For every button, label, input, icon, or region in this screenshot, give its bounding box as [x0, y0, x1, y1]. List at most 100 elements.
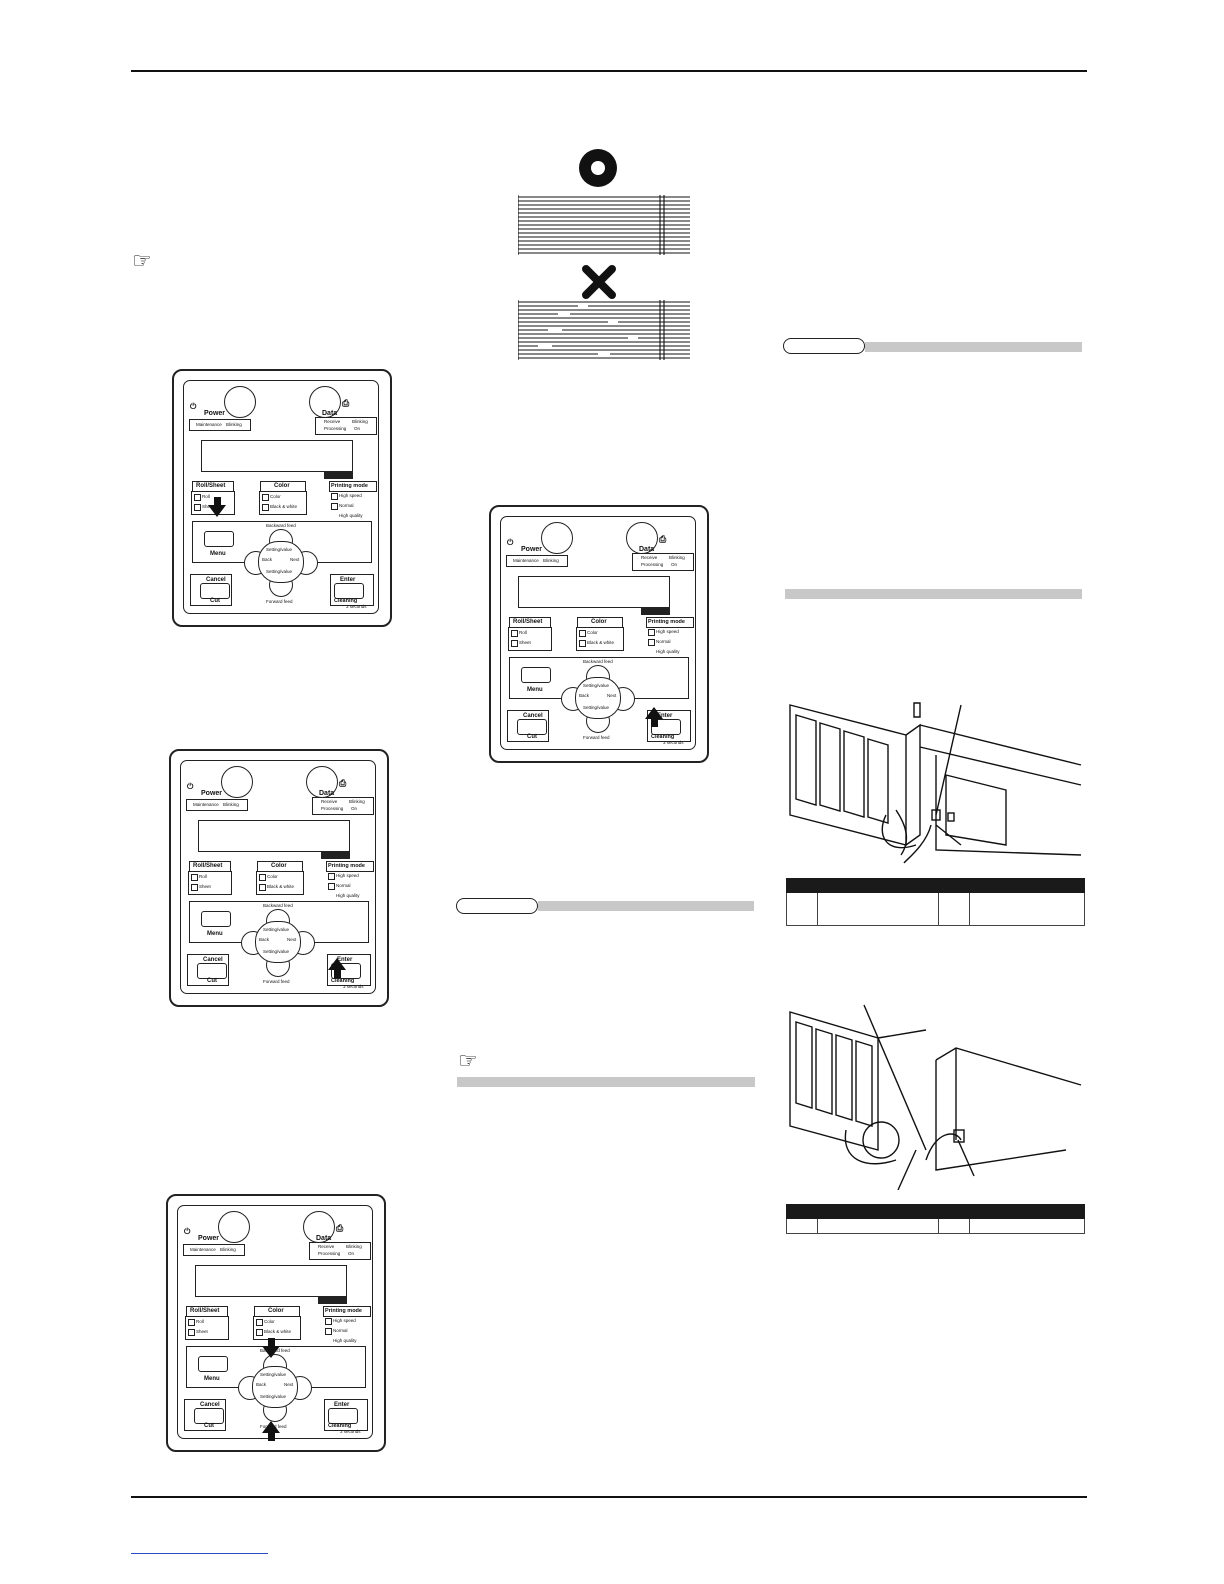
menu-button[interactable] [201, 911, 231, 927]
note-pill [783, 338, 865, 354]
back-label: Back [259, 937, 270, 942]
processing-label: Processing [318, 1251, 341, 1256]
maintenance-indicator [186, 799, 248, 811]
next-label: Next [290, 557, 300, 562]
receive-indicator [309, 1242, 371, 1260]
normal-label: Normal [656, 639, 671, 644]
blinking-label: Blinking [349, 799, 365, 804]
cancel-label: Cancel [203, 957, 223, 963]
cancel-button[interactable] [200, 583, 230, 599]
nozzle-pattern-good [517, 195, 690, 255]
roll-sheet-label: Roll/Sheet [513, 619, 543, 625]
next-label: Next [607, 693, 617, 698]
color-group [259, 491, 307, 515]
receive-indicator [315, 417, 377, 435]
on-label: On [671, 562, 678, 567]
printing-mode-label: Printing mode [648, 619, 685, 625]
note-bar [865, 342, 1082, 352]
cancel-button[interactable] [517, 719, 547, 735]
blinking-label: Blinking [223, 802, 239, 807]
next-label: Next [284, 1382, 294, 1387]
seconds-label: 3 seconds [343, 984, 364, 989]
high-speed-checkbox [328, 873, 335, 880]
printing-mode-label: Printing mode [328, 863, 365, 869]
bw-checkbox [579, 640, 586, 647]
menu-button[interactable] [204, 531, 234, 547]
power-label: Power [198, 1235, 220, 1242]
roll-checkbox [188, 1319, 195, 1326]
high-quality-label: High quality [336, 893, 360, 898]
hand-pointer-icon: ☞ [132, 248, 152, 273]
footer-link-underline[interactable] [131, 1553, 268, 1554]
roll-sheet-label: Roll/Sheet [193, 863, 223, 869]
forward-feed-label: Forward feed [583, 735, 610, 740]
blinking-label: Blinking [352, 419, 368, 424]
sheet-label: Sheet [199, 884, 211, 889]
forward-feed-label: Forward feed [266, 599, 293, 604]
nozzle-pattern-bad [517, 300, 690, 360]
cartridge-indicator [324, 472, 353, 479]
power-button[interactable] [224, 386, 256, 418]
bw-label: Black & white [267, 884, 295, 889]
enter-button[interactable] [334, 583, 364, 599]
maintenance-indicator [183, 1244, 245, 1256]
power-button[interactable] [221, 766, 253, 798]
printer-icon: ⎙ [339, 778, 347, 788]
color-checkbox [262, 494, 269, 501]
high-speed-checkbox [648, 629, 655, 636]
color-group [253, 1316, 301, 1340]
printer-rear-illustration-2 [786, 990, 1086, 1191]
section-bar [785, 589, 1082, 599]
high-speed-label: High speed [339, 493, 362, 498]
press-arrow-down-icon [268, 1338, 275, 1346]
press-arrow-down-icon [214, 497, 221, 505]
color-checkbox [259, 874, 266, 881]
lcd-display [518, 576, 670, 608]
panel-inner-frame [177, 1205, 373, 1439]
back-label: Back [262, 557, 273, 562]
data-label: Data [639, 546, 655, 553]
cancel-button[interactable] [197, 963, 227, 979]
receive-label: Receive [318, 1244, 335, 1249]
power-button[interactable] [218, 1211, 250, 1243]
dpad-center [252, 1366, 298, 1408]
roll-checkbox [191, 874, 198, 881]
backward-feed-label: Backward feed [583, 659, 613, 664]
printing-mode-label: Printing mode [325, 1308, 362, 1314]
panel-inner-frame [180, 760, 376, 994]
normal-checkbox [325, 1328, 332, 1335]
power-icon: ⏻ [507, 538, 514, 547]
receive-label: Receive [321, 799, 338, 804]
setting-value-label: Setting/value [260, 1372, 287, 1377]
cut-label: Cut [207, 978, 217, 984]
cleaning-label: Cleaning [331, 978, 355, 984]
color-option-label: Color [270, 494, 281, 499]
blinking-label: Blinking [226, 422, 242, 427]
printing-mode-header [323, 1306, 371, 1317]
cancel-cut-frame [187, 954, 229, 986]
printer-icon: ⎙ [336, 1223, 344, 1233]
enter-button[interactable] [328, 1408, 358, 1424]
setting-value-label: Setting/value [263, 949, 290, 954]
blinking-label: Blinking [669, 555, 685, 560]
setting-value-label: Setting/value [263, 927, 290, 932]
enter-button[interactable] [651, 719, 681, 735]
cancel-label: Cancel [206, 577, 226, 583]
backward-feed-label: Backward feed [266, 523, 296, 528]
normal-label: Normal [336, 883, 351, 888]
color-option-label: Color [587, 630, 598, 635]
menu-button[interactable] [198, 1356, 228, 1372]
menu-button[interactable] [521, 667, 551, 683]
menu-label: Menu [527, 687, 543, 693]
backward-feed-label: Backward feed [263, 903, 293, 908]
power-button[interactable] [541, 522, 573, 554]
enter-cleaning-frame [647, 710, 691, 742]
setting-value-label: Setting/value [583, 705, 610, 710]
roll-sheet-label: Roll/Sheet [196, 483, 226, 489]
cancel-button[interactable] [194, 1408, 224, 1424]
color-label: Color [274, 483, 290, 489]
blinking-label: Blinking [346, 1244, 362, 1249]
receive-label: Receive [641, 555, 658, 560]
data-label: Data [316, 1235, 332, 1242]
high-quality-label: High quality [333, 1338, 357, 1343]
